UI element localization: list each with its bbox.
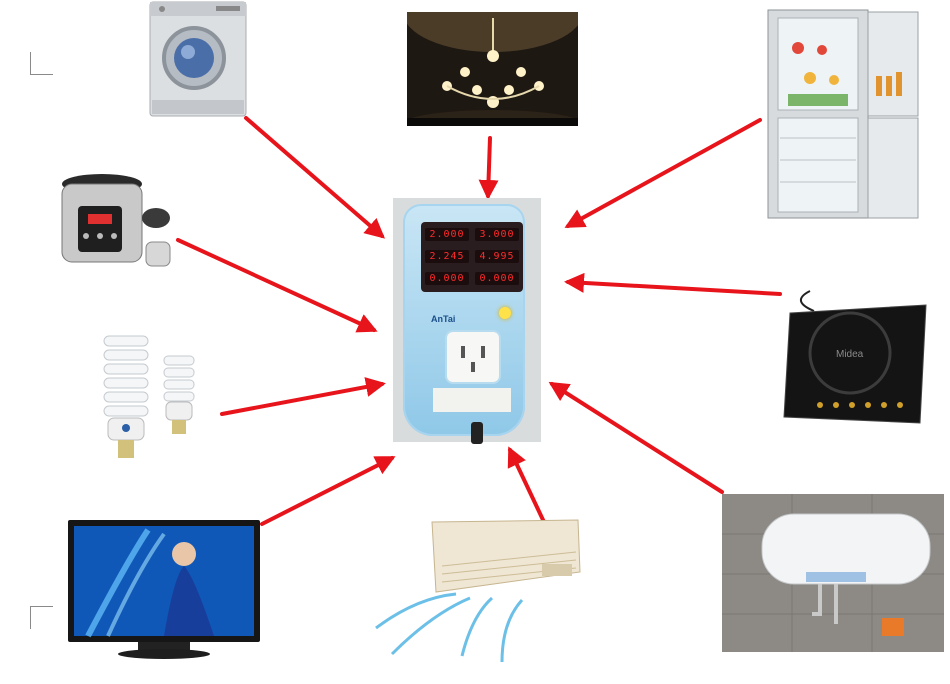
pressure-cooker-image [61,174,171,267]
display-reading-6: 0.000 [475,272,519,285]
meter-body: 2.000 3.000 2.245 4.995 0.000 0.000 AnTa… [403,204,525,436]
arrow-from-water-heater [548,381,724,494]
meter-cord [471,422,483,444]
arrow-from-air-conditioner [507,446,546,524]
meter-warning-label [433,388,511,412]
water-heater-image [722,494,944,652]
display-reading-4: 4.995 [475,250,519,263]
power-meter-device: 2.000 3.000 2.245 4.995 0.000 0.000 AnTa… [393,198,541,444]
induction-cooker-image: Midea [783,290,927,424]
arrow-from-pressure-cooker [176,238,378,333]
meter-indicator-led [499,307,511,319]
display-reading-3: 2.245 [425,250,469,263]
meter-brand: AnTai [431,314,456,324]
arrow-from-refrigerator [564,118,762,228]
crop-mark-bottom [30,606,53,629]
arrow-from-chandelier [478,136,499,200]
washing-machine-image [149,1,247,117]
arrow-from-television [260,456,396,526]
arrow-from-induction-cooker [564,272,782,296]
refrigerator-image [767,9,919,219]
air-conditioner-image [375,519,581,663]
display-reading-5: 0.000 [425,272,469,285]
meter-display: 2.000 3.000 2.245 4.995 0.000 0.000 [421,222,523,292]
chandelier-image [407,12,578,126]
arrow-from-cfl-bulbs [220,377,386,416]
meter-socket [447,332,499,382]
svg-text:Midea: Midea [836,349,864,360]
arrow-from-washing-machine [244,116,386,239]
cfl-bulbs-image [103,335,195,458]
crop-mark-top [30,52,53,75]
display-reading-1: 2.000 [425,228,469,241]
television-image [68,520,260,659]
display-reading-2: 3.000 [475,228,519,241]
